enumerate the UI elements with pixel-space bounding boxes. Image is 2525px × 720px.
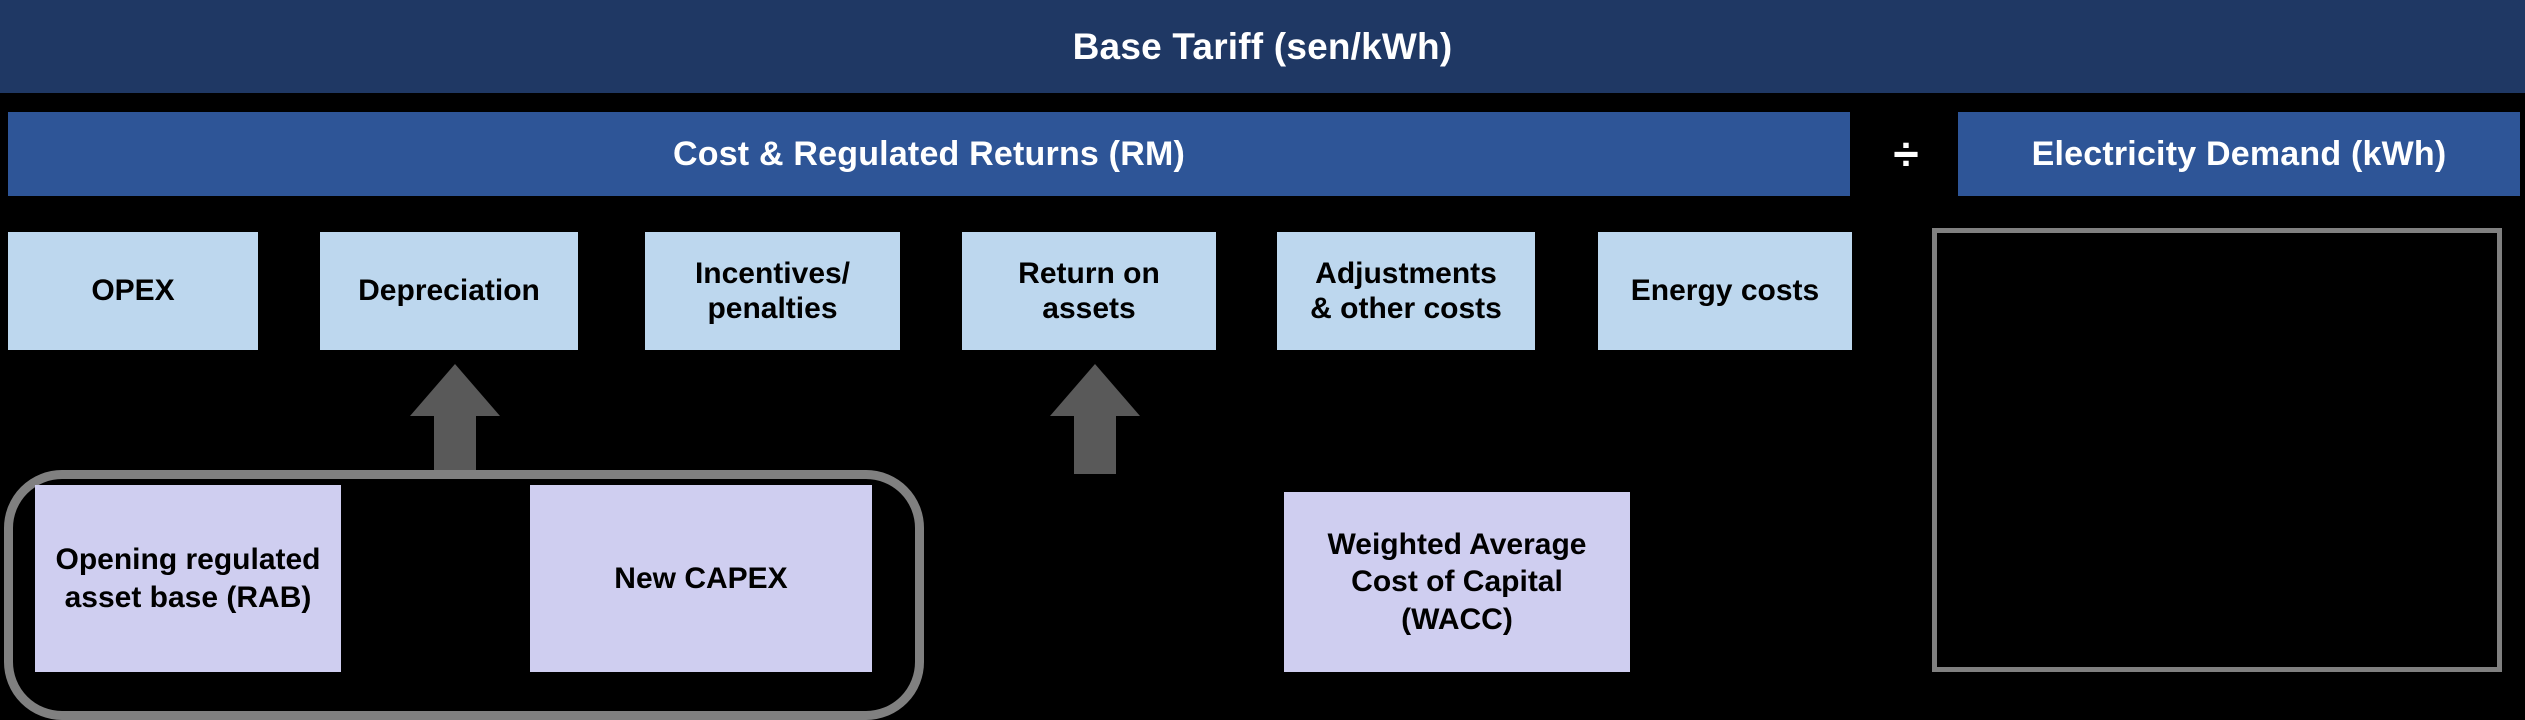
arrow-up-icon-return-on-assets <box>1050 364 1140 474</box>
cost-box-adjustments-other-costs: Adjustments& other costs <box>1277 232 1535 350</box>
divide-icon: ÷ <box>1862 112 1950 196</box>
cost-box-incentives-penalties-label: Incentives/penalties <box>694 256 851 325</box>
divide-glyph: ÷ <box>1893 128 1919 180</box>
electricity-demand-panel <box>1932 228 2502 672</box>
electricity-demand-label: Electricity Demand (kWh) <box>2031 134 2447 173</box>
cost-box-opex: OPEX <box>8 232 258 350</box>
base-tariff-header: Base Tariff (sen/kWh) <box>0 0 2525 93</box>
cost-box-depreciation: Depreciation <box>320 232 578 350</box>
cost-box-opex-label: OPEX <box>91 274 175 308</box>
arrow-up-icon-depreciation <box>410 364 500 474</box>
cost-box-energy-costs-label: Energy costs <box>1630 274 1820 308</box>
driver-box-new-capex-label: New CAPEX <box>614 561 788 595</box>
cost-box-depreciation-label: Depreciation <box>358 274 540 308</box>
cost-box-energy-costs: Energy costs <box>1598 232 1852 350</box>
base-tariff-label: Base Tariff (sen/kWh) <box>1072 25 1453 67</box>
electricity-demand-bar: Electricity Demand (kWh) <box>1958 112 2520 196</box>
cost-and-regulated-returns-bar: Cost & Regulated Returns (RM) <box>8 112 1850 196</box>
cost-and-regulated-returns-label: Cost & Regulated Returns (RM) <box>672 134 1186 173</box>
cost-box-adjustments-other-costs-label: Adjustments& other costs <box>1310 256 1502 325</box>
cost-box-incentives-penalties: Incentives/penalties <box>645 232 900 350</box>
driver-box-new-capex: New CAPEX <box>530 485 872 672</box>
